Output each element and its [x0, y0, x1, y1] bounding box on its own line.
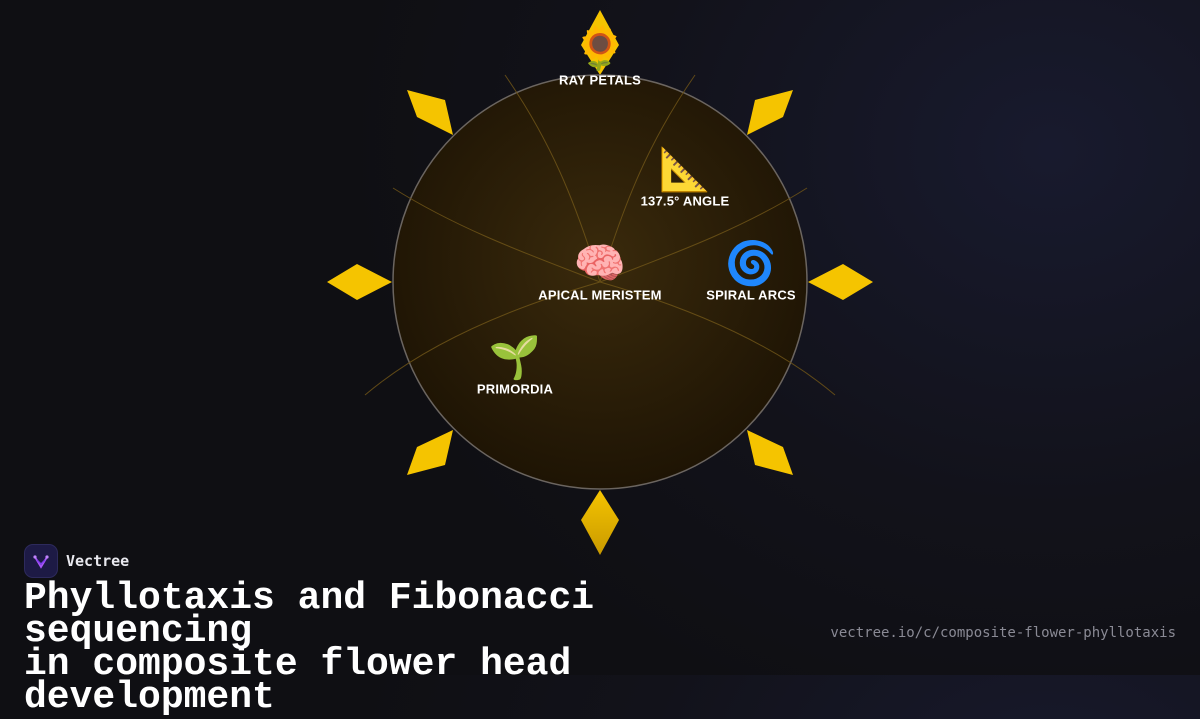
- seedling-icon: 🌱: [488, 332, 542, 382]
- node-spiral-arcs: 🌀 SPIRAL ARCS: [706, 238, 796, 303]
- primordia-label: PRIMORDIA: [476, 381, 554, 397]
- node-primordia: 🌱 PRIMORDIA: [476, 332, 554, 397]
- spiral-icon: 🌀: [724, 238, 778, 288]
- triangle-ruler-icon: 📐: [658, 144, 712, 194]
- petal-bottom: [581, 490, 619, 555]
- spiral-arcs-label: SPIRAL ARCS: [706, 287, 796, 303]
- petal-left: [327, 264, 392, 300]
- page-title: Phyllotaxis and Fibonacci sequencing in …: [24, 580, 844, 717]
- node-ray-petals: 🌻 RAY PETALS: [559, 23, 641, 88]
- petal-top: [581, 10, 619, 75]
- brand: Vectree: [24, 544, 129, 578]
- title-line-2: in composite flower head development: [24, 643, 572, 719]
- sunflower-icon: 🌻: [573, 23, 627, 73]
- petal-bottom-right: [747, 430, 793, 475]
- petal-top-right: [747, 90, 793, 135]
- title-line-1: Phyllotaxis and Fibonacci sequencing: [24, 577, 595, 653]
- spiral-arc-lines: [364, 74, 836, 396]
- node-apical-meristem: 🧠 APICAL MERISTEM: [538, 238, 662, 303]
- ray-petals: [327, 10, 873, 555]
- node-angle: 📐 137.5° ANGLE: [640, 144, 730, 209]
- petal-bottom-left: [407, 430, 453, 475]
- ray-petals-label: RAY PETALS: [559, 72, 641, 88]
- petal-top-left: [407, 90, 453, 135]
- petal-right: [808, 264, 873, 300]
- apical-meristem-label: APICAL MERISTEM: [538, 287, 662, 303]
- brain-icon: 🧠: [573, 238, 627, 288]
- angle-label: 137.5° ANGLE: [640, 193, 730, 209]
- source-url: vectree.io/c/composite-flower-phyllotaxi…: [830, 625, 1176, 641]
- vectree-logo-icon: [24, 544, 58, 578]
- flower-diagram: [327, 10, 873, 555]
- brand-name: Vectree: [66, 552, 130, 570]
